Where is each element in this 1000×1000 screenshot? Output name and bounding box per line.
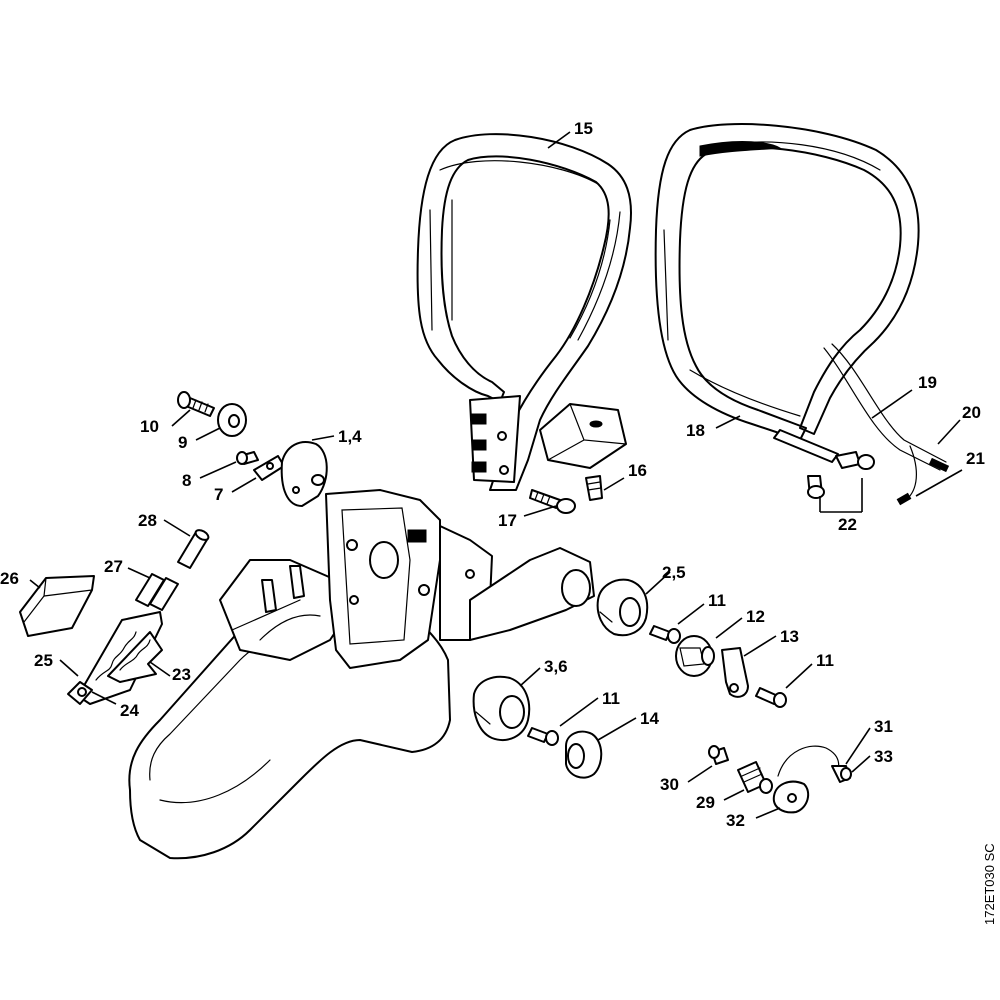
ground-wire-31 — [777, 745, 852, 783]
drawing-code: 172ET030 SC — [982, 843, 997, 925]
screw-17 — [529, 489, 576, 514]
main-housing — [128, 489, 595, 860]
sleeve-27 — [135, 573, 179, 611]
callout-23: 23 — [172, 665, 191, 684]
handle-18 — [654, 123, 920, 463]
front-handle-15 — [416, 133, 632, 491]
screw-8 — [236, 451, 259, 465]
spring-assembly — [67, 611, 163, 705]
callout-1-4: 1,4 — [338, 427, 362, 446]
fitting-29 — [737, 761, 773, 794]
screws-22 — [807, 451, 875, 499]
screw-11b — [755, 687, 787, 708]
callout-25: 25 — [34, 651, 53, 670]
callout-28: 28 — [138, 511, 157, 530]
plug-14 — [565, 730, 603, 779]
washer-32 — [772, 780, 810, 814]
callout-labels: 15 19 20 21 18 22 16 17 10 9 8 7 1,4 28 … — [0, 119, 985, 830]
leader-lines — [29, 131, 963, 819]
callout-30: 30 — [660, 775, 679, 794]
cam-12 — [675, 635, 715, 677]
callout-3-6: 3,6 — [544, 657, 568, 676]
callout-17: 17 — [498, 511, 517, 530]
callout-19: 19 — [918, 373, 937, 392]
callout-21: 21 — [966, 449, 985, 468]
screw-16 — [585, 475, 603, 501]
callout-27: 27 — [104, 557, 123, 576]
pin-28 — [177, 529, 210, 569]
callout-22: 22 — [838, 515, 857, 534]
callout-26: 26 — [0, 569, 19, 588]
screw-11c — [527, 727, 559, 746]
callout-11b: 11 — [816, 651, 834, 670]
plate-26 — [19, 575, 95, 637]
wire-19 — [823, 343, 950, 506]
callout-11a: 11 — [708, 591, 726, 610]
handle-clamp-block — [539, 403, 627, 469]
callout-24: 24 — [120, 701, 139, 720]
callout-10: 10 — [140, 417, 159, 436]
callout-31: 31 — [874, 717, 893, 736]
screw-11a — [649, 625, 681, 644]
callout-15: 15 — [574, 119, 593, 138]
bushing-3-6 — [472, 675, 531, 741]
callout-13: 13 — [780, 627, 799, 646]
bushing-2-5 — [596, 578, 649, 637]
stud-30 — [708, 745, 729, 765]
callout-32: 32 — [726, 811, 745, 830]
callout-14: 14 — [640, 709, 659, 728]
knob-9 — [217, 403, 247, 437]
callout-2-5: 2,5 — [662, 563, 686, 582]
callout-29: 29 — [696, 793, 715, 812]
callout-9: 9 — [178, 433, 187, 452]
callout-11c: 11 — [602, 689, 620, 708]
callout-16: 16 — [628, 461, 647, 480]
callout-8: 8 — [182, 471, 191, 490]
callout-7: 7 — [214, 485, 223, 504]
callout-20: 20 — [962, 403, 981, 422]
lever-13 — [721, 647, 749, 698]
callout-12: 12 — [746, 607, 765, 626]
cover-1-4 — [280, 441, 328, 507]
callout-18: 18 — [686, 421, 705, 440]
screw-10 — [177, 391, 215, 417]
callout-33: 33 — [874, 747, 893, 766]
